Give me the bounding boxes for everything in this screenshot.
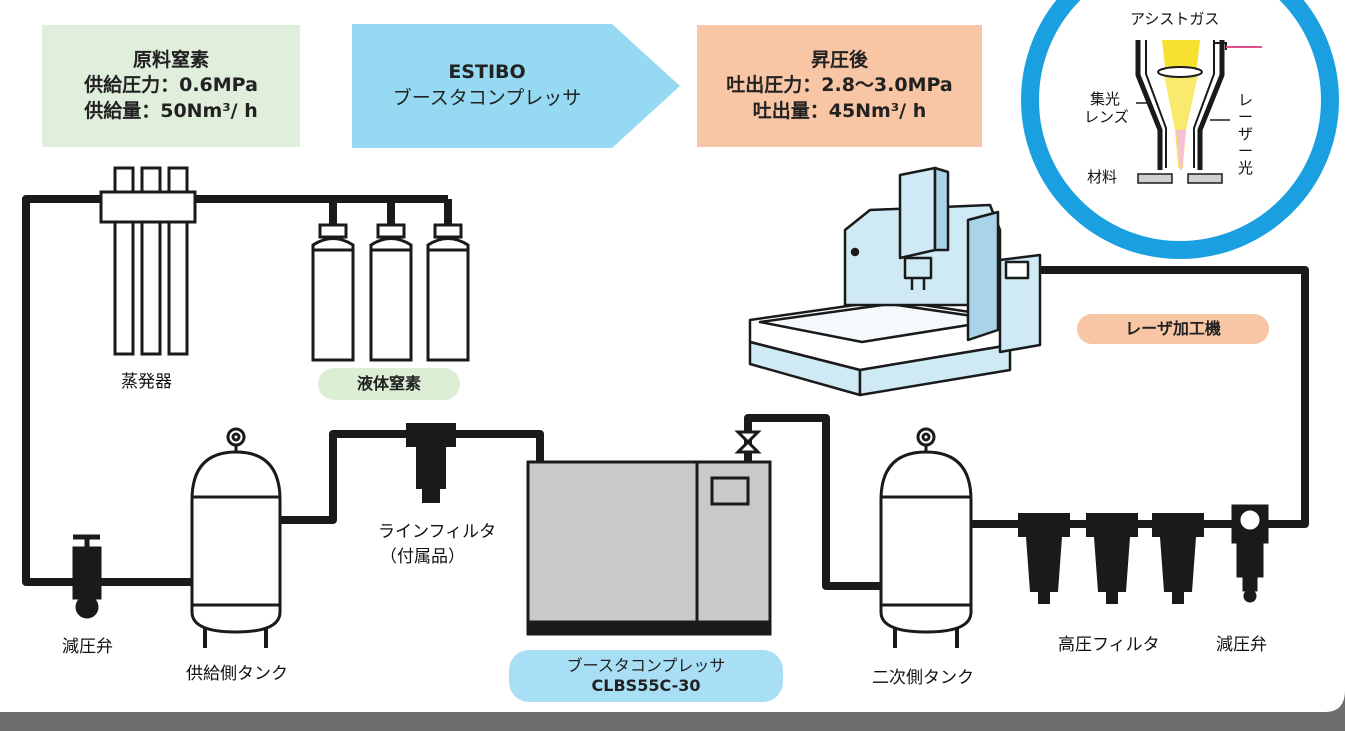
compressor-pill: ブースタコンプレッサ CLBS55C-30 [509,650,783,702]
raw-nitrogen-flow: 供給量：50Nm³/ h [84,99,258,122]
secondary-tank [879,427,973,648]
supply-tank-label: 供給側タンク [186,664,288,684]
secondary-tank-label: 二次側タンク [872,668,974,688]
outlet-valve [734,430,762,454]
compressor-label-1: ブースタコンプレッサ [566,656,726,675]
after-boost-title: 昇圧後 [810,48,868,71]
laser-light-label: レーザー光 [1238,91,1254,177]
high-pressure-filter-label: 高圧フィルタ [1058,635,1160,655]
after-boost-box: 昇圧後 吐出圧力：2.8〜3.0MPa 吐出量：45Nm³/ h [697,25,982,147]
raw-nitrogen-box: 原料窒素 供給圧力：0.6MPa 供給量：50Nm³/ h [42,25,300,147]
laser-machine-unit [748,166,1042,397]
raw-nitrogen-pressure: 供給圧力：0.6MPa [84,74,258,97]
booster-name: ブースタコンプレッサ [392,87,582,109]
lens-label-2: レンズ [1084,108,1129,126]
line-filter-accessory-label: （付属品） [380,547,465,567]
evaporator-unit [99,166,197,356]
laser-machine-label: レーザ加工機 [1125,319,1221,338]
supply-tank [190,427,282,648]
assist-gas-label: アシストガス [1130,10,1220,28]
after-boost-pressure: 吐出圧力：2.8〜3.0MPa [726,74,953,97]
evaporator-label: 蒸発器 [121,372,172,392]
line-filter-label: ラインフィルタ [378,522,497,542]
booster-box-text: ESTIBO ブースタコンプレッサ [352,24,622,148]
pressure-valve-left-label: 減圧弁 [62,637,113,657]
booster-brand: ESTIBO [448,61,526,84]
after-boost-flow: 吐出量：45Nm³/ h [752,99,927,122]
nitrogen-cylinders [311,223,470,362]
pressure-valve-right [1231,504,1269,603]
liquid-nitrogen-label: 液体窒素 [356,374,421,393]
line-filter-unit [406,423,456,503]
booster-compressor-unit [526,460,772,636]
bottom-band [0,712,1345,731]
pressure-valve-right-label: 減圧弁 [1216,635,1267,655]
compressor-label-2: CLBS55C-30 [591,676,701,695]
laser-machine-pill: レーザ加工機 [1077,314,1269,344]
lens-label-1: 集光 [1090,90,1121,108]
raw-nitrogen-title: 原料窒素 [132,48,209,71]
material-label: 材料 [1087,168,1118,186]
assist-gas-inset [1021,0,1339,259]
high-pressure-filters [1018,513,1204,604]
pressure-valve-left [72,534,102,619]
liquid-nitrogen-pill: 液体窒素 [318,368,460,400]
booster-arrow-box [352,24,680,148]
